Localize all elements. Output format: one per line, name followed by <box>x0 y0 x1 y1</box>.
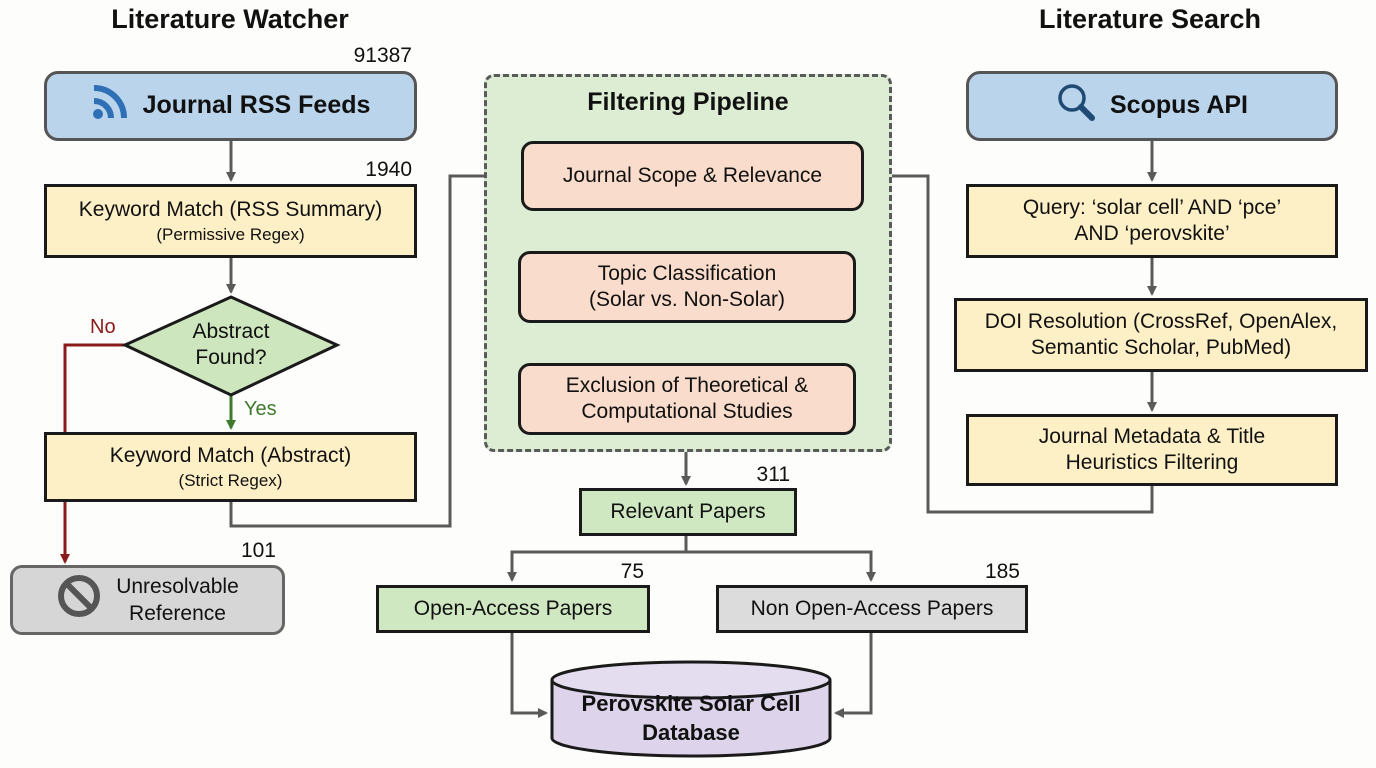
database-label[interactable]: Perovskite Solar Cell Database <box>552 690 830 747</box>
non-open-access-label: Non Open-Access Papers <box>750 596 994 620</box>
arrow-metadata-to-pipeline <box>868 171 1154 514</box>
rss-count: 91387 <box>353 44 412 67</box>
step1-label: Journal Scope & Relevance <box>562 163 823 187</box>
journal-rss-feeds-label: Journal RSS Feeds <box>142 91 371 120</box>
arrow-abstract-to-pipeline <box>229 171 518 528</box>
keyword-summary-sublabel: (Permissive Regex) <box>156 224 305 244</box>
query-node[interactable]: Query: ‘solar cell’ AND ‘pce’ AND ‘perov… <box>966 184 1338 258</box>
database-line1: Perovskite Solar Cell <box>581 691 801 716</box>
keyword-abstract-label: Keyword Match (Abstract) <box>109 444 352 468</box>
pipeline-step-topic-classification[interactable]: Topic Classification (Solar vs. Non-Sola… <box>518 251 856 323</box>
database-cylinder <box>550 660 832 758</box>
non-open-access-count: 185 <box>984 560 1020 583</box>
keyword-summary-label: Keyword Match (RSS Summary) <box>78 198 383 222</box>
abstract-found-decision[interactable]: Abstract Found? <box>150 318 312 372</box>
decision-line2: Found? <box>195 346 267 369</box>
scopus-api-node[interactable]: Scopus API <box>966 71 1338 141</box>
literature-watcher-title: Literature Watcher <box>111 4 349 34</box>
query-line1: Query: ‘solar cell’ AND ‘pce’ <box>1022 195 1282 219</box>
open-access-label: Open-Access Papers <box>413 596 613 620</box>
literature-search-title: Literature Search <box>1038 4 1262 34</box>
doi-line1: DOI Resolution (CrossRef, OpenAlex, <box>984 309 1338 333</box>
metadata-line2: Heuristics Filtering <box>1065 451 1239 474</box>
journal-rss-feeds-node[interactable]: Journal RSS Feeds <box>44 71 417 141</box>
search-icon <box>1056 82 1096 130</box>
relevant-count: 311 <box>756 463 790 486</box>
open-access-papers-node[interactable]: Open-Access Papers <box>376 585 650 633</box>
unresolvable-count: 101 <box>240 539 276 562</box>
doi-resolution-node[interactable]: DOI Resolution (CrossRef, OpenAlex, Sema… <box>954 298 1368 372</box>
step3-line2: Computational Studies <box>581 400 793 423</box>
arrow-oa-to-db <box>510 632 548 718</box>
arrow-nonoa-to-db <box>834 632 873 718</box>
no-branch-label: No <box>90 316 116 338</box>
yes-branch-label: Yes <box>244 398 277 420</box>
database-line2: Database <box>642 719 740 745</box>
relevant-papers-label: Relevant Papers <box>610 499 766 523</box>
metadata-line1: Journal Metadata & Title <box>1038 424 1266 448</box>
rss-icon <box>91 83 129 129</box>
decision-line1: Abstract <box>192 319 270 343</box>
scopus-api-label: Scopus API <box>1110 91 1248 120</box>
arrow-relevant-to-nonoa <box>686 550 876 582</box>
step2-line2: (Solar vs. Non-Solar) <box>588 288 786 311</box>
step3-line1: Exclusion of Theoretical & <box>565 373 809 397</box>
keyword-match-abstract-node[interactable]: Keyword Match (Abstract) (Strict Regex) <box>44 432 417 502</box>
pipeline-step-exclusion[interactable]: Exclusion of Theoretical & Computational… <box>518 363 856 435</box>
pipeline-step-journal-scope[interactable]: Journal Scope & Relevance <box>521 141 864 211</box>
unresolvable-reference-node[interactable]: Unresolvable Reference <box>10 565 285 635</box>
keyword-abstract-sublabel: (Strict Regex) <box>178 470 283 490</box>
decision-diamond <box>121 295 341 397</box>
non-open-access-papers-node[interactable]: Non Open-Access Papers <box>716 585 1028 633</box>
open-access-count: 75 <box>620 560 644 583</box>
relevant-papers-node[interactable]: Relevant Papers <box>579 488 797 536</box>
keyword-match-summary-node[interactable]: Keyword Match (RSS Summary) (Permissive … <box>44 184 417 258</box>
journal-metadata-filter-node[interactable]: Journal Metadata & Title Heuristics Filt… <box>966 414 1338 486</box>
filtering-pipeline-title: Filtering Pipeline <box>587 88 789 116</box>
arrow-relevant-to-oa <box>507 536 688 582</box>
unresolvable-line2: Reference <box>129 602 226 625</box>
prohibited-icon <box>56 573 102 626</box>
keyword-summary-count: 1940 <box>365 158 412 181</box>
unresolvable-line1: Unresolvable <box>116 574 239 598</box>
step2-line1: Topic Classification <box>597 261 777 285</box>
query-line2: AND ‘perovskite’ <box>1074 222 1230 245</box>
doi-line2: Semantic Scholar, PubMed) <box>1030 336 1292 359</box>
